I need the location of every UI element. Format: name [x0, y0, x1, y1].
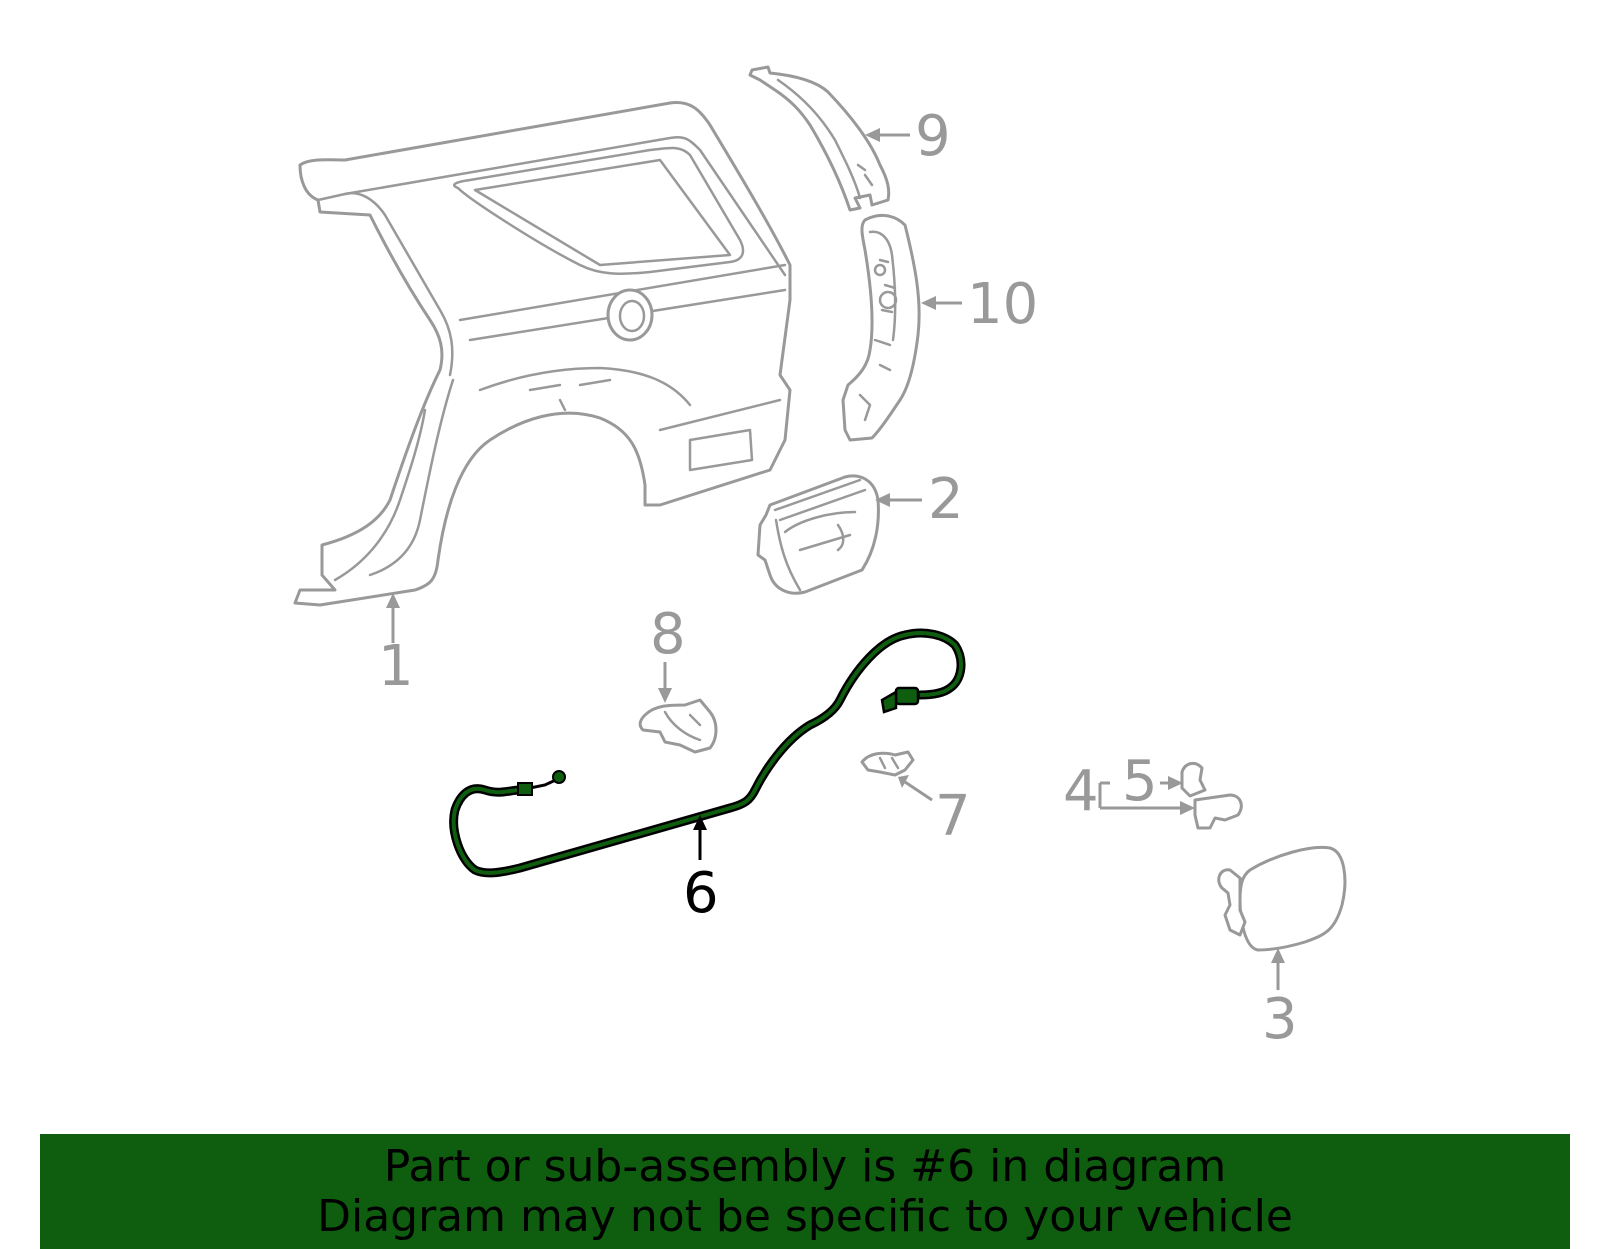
callout-10: 10: [967, 272, 1038, 337]
callout-9: 9: [915, 104, 951, 169]
callout-4: 4: [1063, 759, 1099, 824]
callout-1: 1: [378, 634, 414, 699]
callout-3: 3: [1262, 987, 1298, 1052]
clip-part-8[interactable]: [638, 698, 718, 754]
filler-housing-part-2[interactable]: [756, 474, 880, 595]
pillar-trim-part-9[interactable]: [748, 65, 891, 212]
callout-6: 6: [683, 861, 719, 926]
quarter-panel-part-1[interactable]: [293, 100, 792, 607]
callout-2: 2: [928, 467, 964, 532]
callout-5: 5: [1122, 749, 1158, 814]
inner-panel-part-10[interactable]: [841, 213, 921, 442]
leader-lines: [386, 128, 1285, 990]
callouts: 1 2 3 4 5 6 7 8 9 10: [378, 104, 1298, 1052]
release-cable-part-6[interactable]: [449, 628, 966, 878]
banner-line-part-number: Part or sub-assembly is #6 in diagram: [383, 1141, 1227, 1192]
hinge-part-4[interactable]: [1193, 793, 1243, 830]
callout-8: 8: [650, 602, 686, 667]
banner-line-disclaimer: Diagram may not be specific to your vehi…: [317, 1191, 1293, 1242]
info-banner: Part or sub-assembly is #6 in diagram Di…: [40, 1134, 1570, 1249]
callout-7: 7: [935, 784, 971, 849]
fuel-door-part-3[interactable]: [1217, 845, 1347, 952]
clip-part-7[interactable]: [860, 750, 915, 777]
hinge-part-5[interactable]: [1180, 761, 1207, 798]
